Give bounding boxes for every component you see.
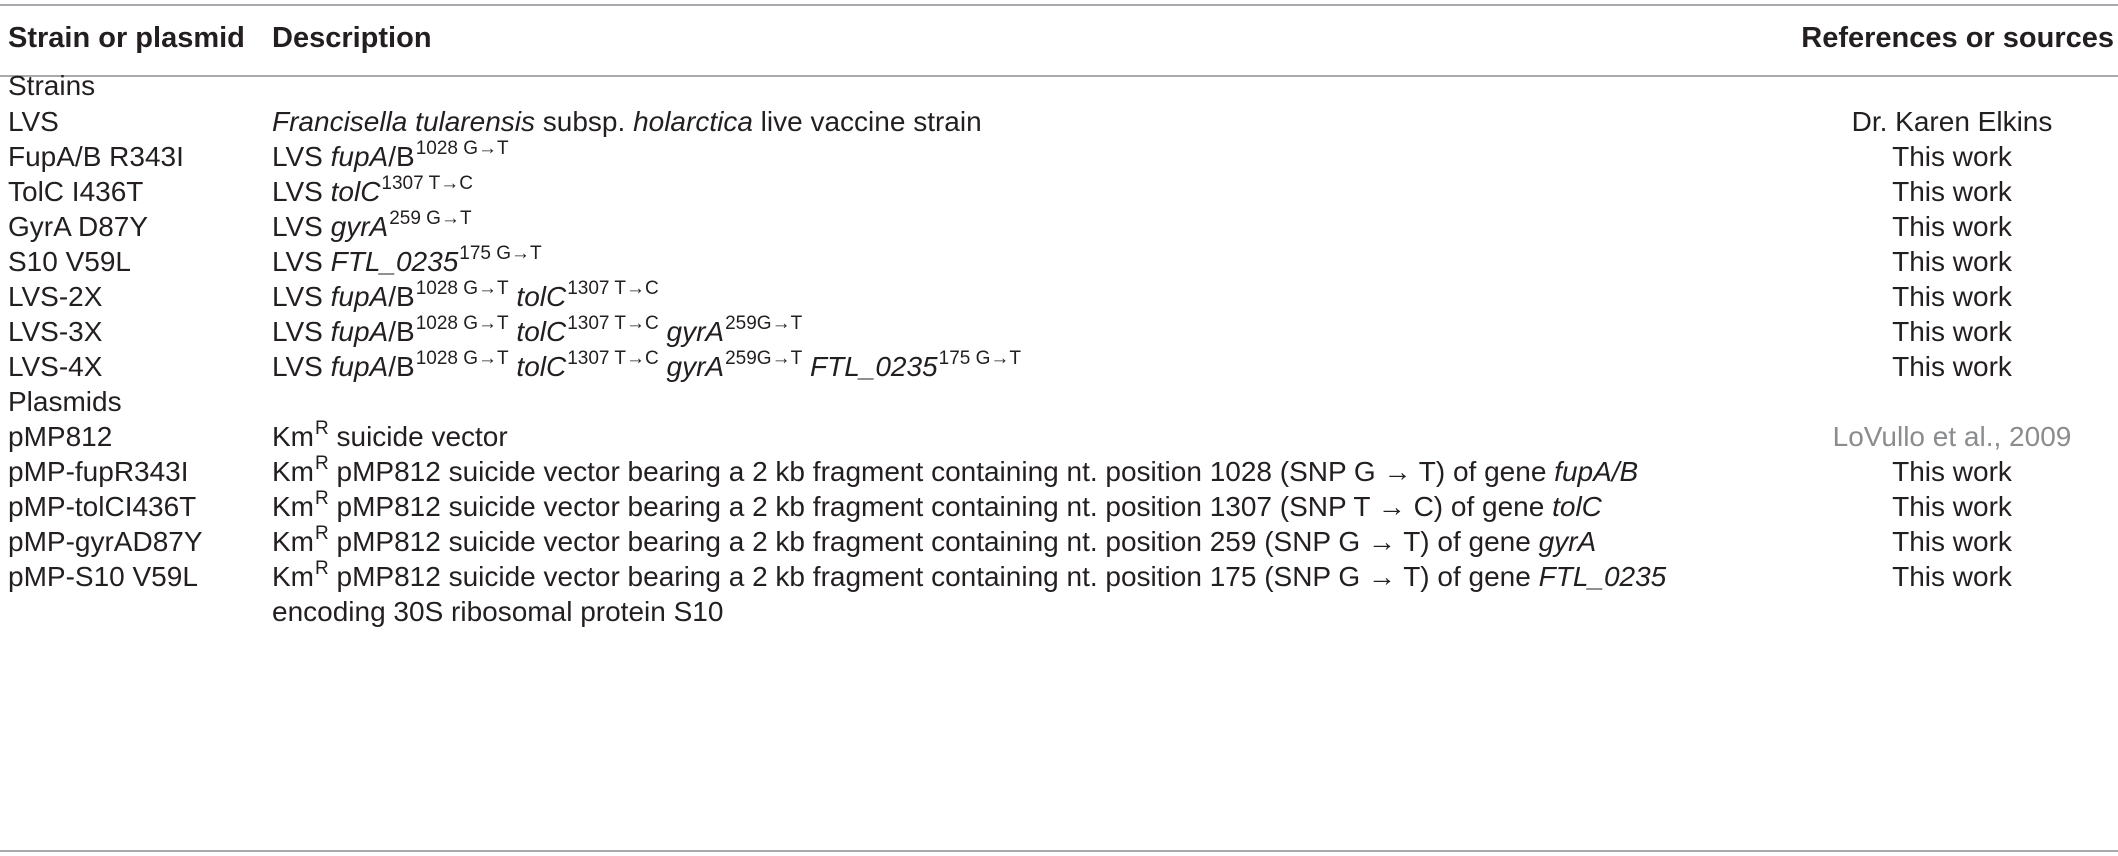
strain-description: LVS fupA/B1028 G→T tolC1307 T→C gyrA259G…	[272, 348, 1021, 382]
strain-description: Francisella tularensis subsp. holarctica…	[272, 106, 982, 137]
strain-reference: This work	[1892, 141, 2012, 172]
strain-name: LVS	[8, 106, 59, 137]
plasmid-description: KmR suicide vector	[272, 418, 508, 452]
plasmid-name: pMP-fupR343I	[8, 456, 189, 487]
plasmid-reference: This work	[1892, 561, 2012, 592]
table-row: LVS-4X LVS fupA/B1028 G→T tolC1307 T→C g…	[0, 348, 2118, 398]
strain-description: LVS FTL_0235175 G→T	[272, 243, 542, 277]
strain-name: S10 V59L	[8, 246, 131, 277]
table-row: GyrA D87Y LVS gyrA259 G→T This work	[0, 208, 2118, 258]
table-row: pMP812 KmR suicide vector LoVullo et al.…	[0, 418, 2118, 468]
plasmid-reference: This work	[1892, 456, 2012, 487]
plasmid-description: KmR pMP812 suicide vector bearing a 2 kb…	[272, 488, 1602, 522]
plasmid-name: pMP-tolCI436T	[8, 491, 197, 522]
header-description: Description	[272, 22, 432, 54]
table-row: TolC I436T LVS tolC1307 T→C This work	[0, 173, 2118, 223]
strain-description: LVS fupA/B1028 G→T tolC1307 T→C	[272, 278, 659, 312]
plasmid-description-line2: encoding 30S ribosomal protein S10	[272, 596, 724, 627]
strain-reference: This work	[1892, 211, 2012, 242]
strain-description: LVS fupA/B1028 G→T tolC1307 T→C gyrA259G…	[272, 313, 803, 347]
table-row: pMP-fupR343I KmR pMP812 suicide vector b…	[0, 453, 2118, 503]
plasmid-name: pMP812	[8, 421, 113, 452]
table-row: pMP-gyrAD87Y KmR pMP812 suicide vector b…	[0, 523, 2118, 573]
table-top-rule	[0, 4, 2118, 6]
plasmid-name: pMP-gyrAD87Y	[8, 526, 203, 557]
plasmid-description: KmR pMP812 suicide vector bearing a 2 kb…	[272, 453, 1639, 487]
strain-reference: This work	[1892, 281, 2012, 312]
strain-reference: This work	[1892, 246, 2012, 277]
strain-reference: Dr. Karen Elkins	[1851, 106, 2053, 137]
table-row: FupA/B R343I LVS fupA/B1028 G→T This wor…	[0, 138, 2118, 188]
strain-name: FupA/B R343I	[8, 141, 184, 172]
section-strains: Strains	[8, 70, 96, 101]
plasmid-reference: This work	[1892, 491, 2012, 522]
strain-description: LVS fupA/B1028 G→T	[272, 138, 509, 172]
strain-name: GyrA D87Y	[8, 211, 149, 242]
plasmid-name: pMP-S10 V59L	[8, 561, 198, 592]
plasmid-description: KmR pMP812 suicide vector bearing a 2 kb…	[272, 523, 1597, 557]
table-header-rule	[0, 75, 2118, 77]
header-references: References or sources	[1801, 22, 2114, 54]
strain-reference: This work	[1892, 316, 2012, 347]
plasmid-reference: LoVullo et al., 2009	[1832, 421, 2072, 452]
plasmid-description: KmR pMP812 suicide vector bearing a 2 kb…	[272, 558, 1667, 592]
strain-reference: This work	[1892, 351, 2012, 382]
table-row: LVS Francisella tularensis subsp. holarc…	[0, 106, 2118, 153]
table-row: LVS-2X LVS fupA/B1028 G→T tolC1307 T→C T…	[0, 278, 2118, 328]
strain-reference: This work	[1892, 176, 2012, 207]
section-plasmids: Plasmids	[8, 386, 122, 417]
header-strain: Strain or plasmid	[8, 22, 245, 54]
strain-name: LVS-3X	[8, 316, 103, 347]
strain-description: LVS gyrA259 G→T	[272, 208, 472, 242]
table-row: LVS-3X LVS fupA/B1028 G→T tolC1307 T→C g…	[0, 313, 2118, 363]
strain-name: LVS-2X	[8, 281, 103, 312]
table-row: S10 V59L LVS FTL_0235175 G→T This work	[0, 243, 2118, 293]
table-row: pMP-S10 V59L KmR pMP812 suicide vector b…	[0, 558, 2118, 641]
strain-description: LVS tolC1307 T→C	[272, 173, 473, 207]
plasmid-reference: This work	[1892, 526, 2012, 557]
strain-name: LVS-4X	[8, 351, 103, 382]
table-bottom-rule	[0, 850, 2118, 852]
table-row: pMP-tolCI436T KmR pMP812 suicide vector …	[0, 488, 2118, 538]
strain-name: TolC I436T	[8, 176, 144, 207]
